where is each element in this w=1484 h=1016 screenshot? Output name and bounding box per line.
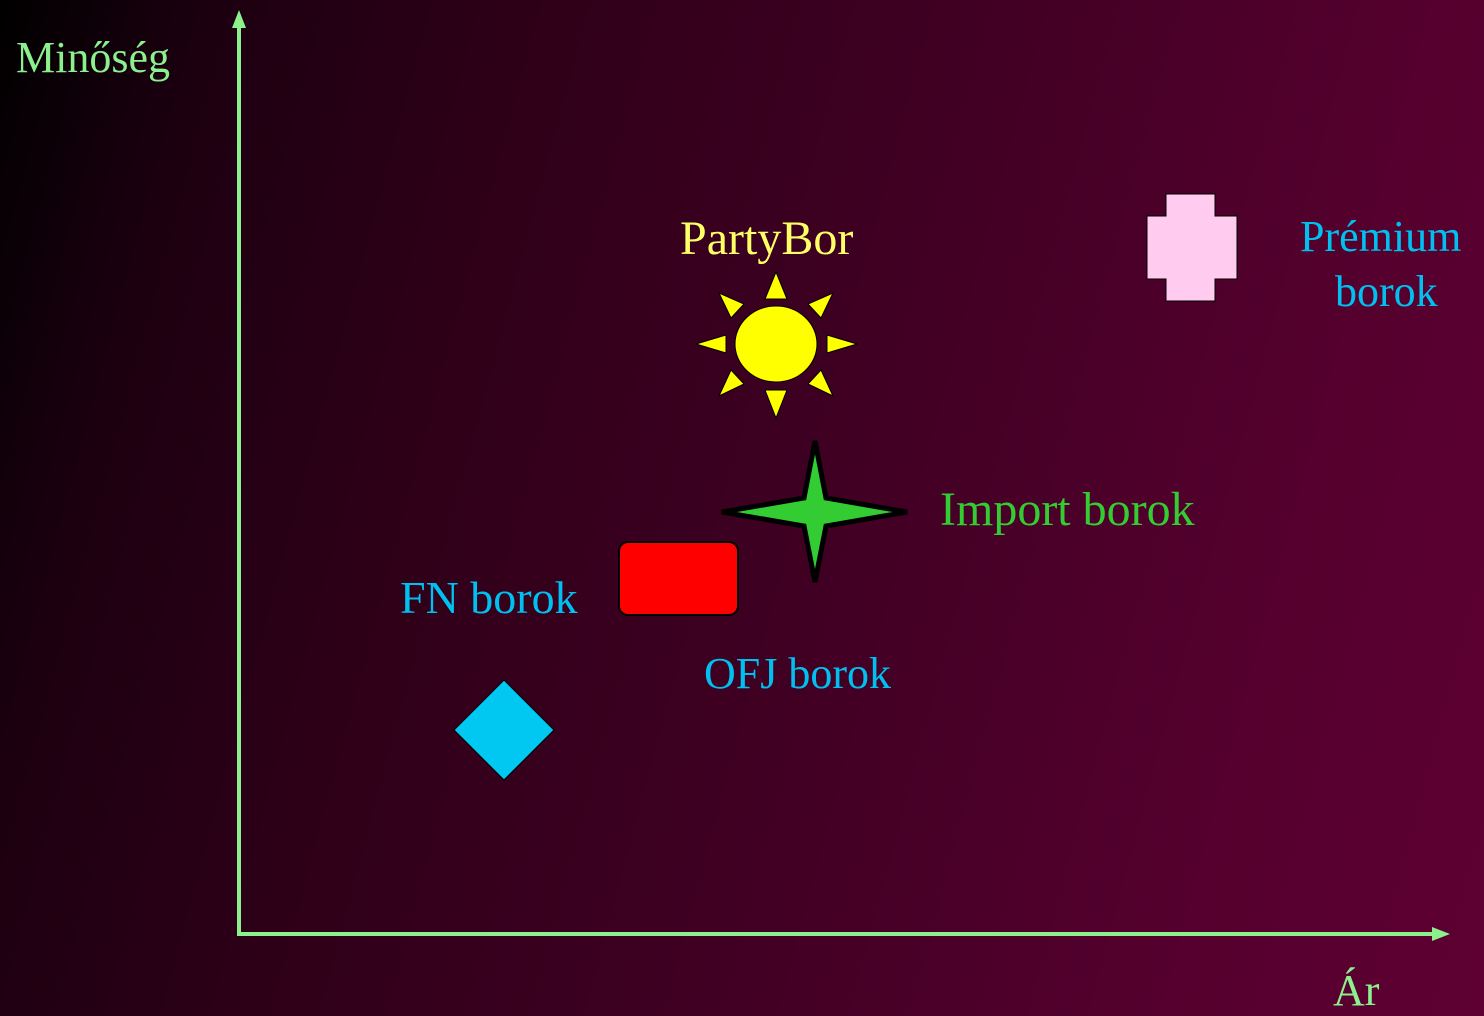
label-import-borok: Import borok — [940, 483, 1195, 536]
x-axis-arrowhead — [1432, 927, 1450, 941]
label-premium-line1: Prémium — [1300, 212, 1462, 261]
label-ofj-borok: OFJ borok — [704, 649, 892, 698]
axes — [232, 10, 1450, 941]
label-partybor: PartyBor — [680, 212, 854, 265]
label-fn-borok: FN borok — [400, 572, 578, 623]
sun-icon — [694, 270, 859, 420]
diamond-icon — [453, 679, 555, 781]
y-axis-arrowhead — [232, 10, 246, 28]
x-axis-label: Ár — [1333, 966, 1380, 1015]
four-point-star-icon — [721, 440, 908, 583]
label-premium-line2: borok — [1335, 267, 1438, 316]
y-axis-label: Minőség — [16, 33, 170, 82]
rounded-rectangle-icon — [618, 541, 739, 616]
plus-icon — [1146, 193, 1238, 302]
